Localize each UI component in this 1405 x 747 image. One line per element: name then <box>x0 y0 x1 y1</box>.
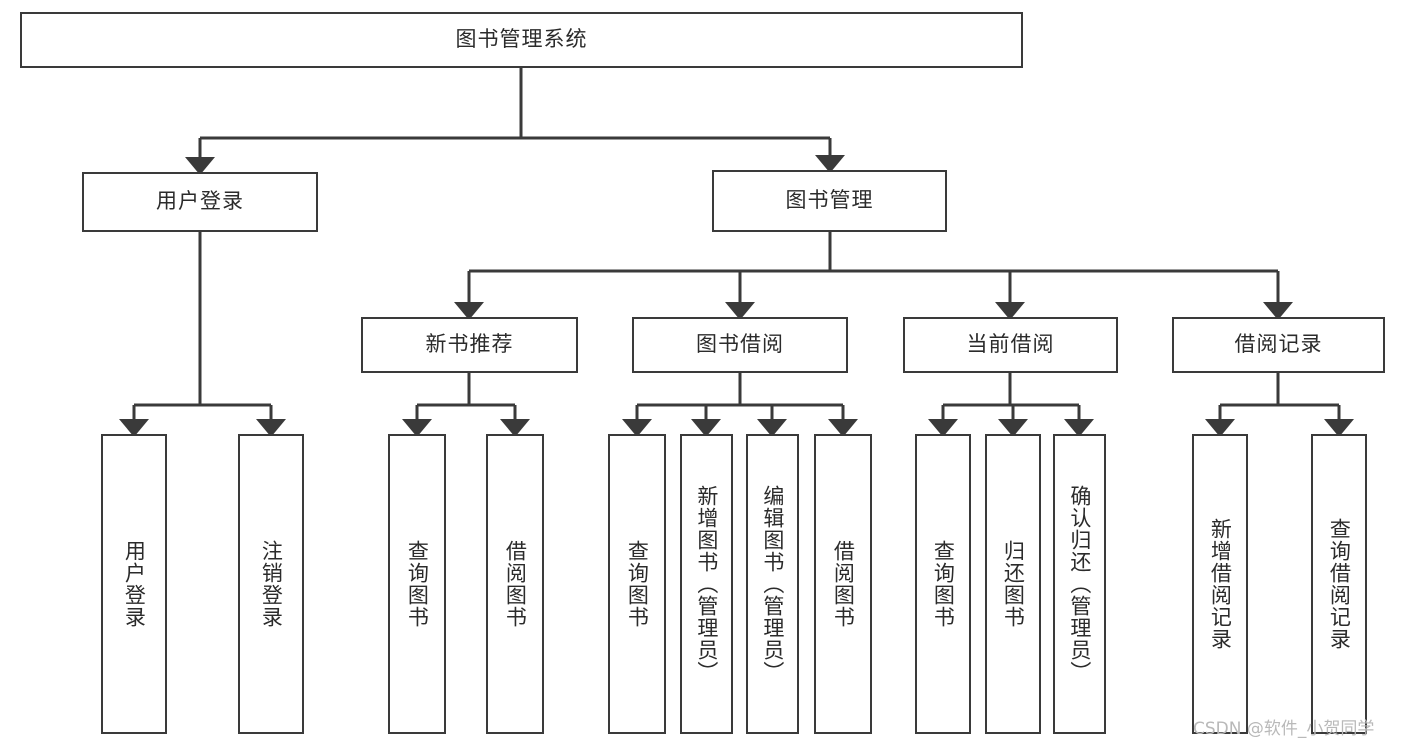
leaf-current-return-book-label: 归还图书 <box>1001 540 1026 628</box>
leaf-record-add[interactable]: 新增借阅记录 <box>1192 434 1248 734</box>
leaf-current-confirm-return-label: 确认归还（管理员） <box>1067 485 1092 683</box>
csdn-watermark: CSDN @软件_小贺同学 <box>1193 719 1375 739</box>
leaf-borrow-lend-book[interactable]: 借阅图书 <box>814 434 872 734</box>
leaf-borrow-add-book[interactable]: 新增图书（管理员） <box>680 434 733 734</box>
node-user-login-label: 用户登录 <box>156 189 244 214</box>
node-current-borrow[interactable]: 当前借阅 <box>903 317 1118 373</box>
node-user-login[interactable]: 用户登录 <box>82 172 318 232</box>
leaf-record-query-label: 查询借阅记录 <box>1327 518 1352 650</box>
node-new-book-recommend[interactable]: 新书推荐 <box>361 317 578 373</box>
leaf-newbook-borrow-book-label: 借阅图书 <box>503 540 528 628</box>
leaf-user-login[interactable]: 用户登录 <box>101 434 167 734</box>
node-borrow-record-label: 借阅记录 <box>1234 332 1323 357</box>
node-current-borrow-label: 当前借阅 <box>966 332 1055 357</box>
leaf-user-logout-label: 注销登录 <box>259 540 284 628</box>
node-book-management-label: 图书管理 <box>785 188 874 213</box>
leaf-current-return-book[interactable]: 归还图书 <box>985 434 1041 734</box>
node-book-borrow-label: 图书借阅 <box>696 332 784 357</box>
node-book-borrow[interactable]: 图书借阅 <box>632 317 848 373</box>
leaf-current-query-book[interactable]: 查询图书 <box>915 434 971 734</box>
node-borrow-record[interactable]: 借阅记录 <box>1172 317 1385 373</box>
node-root-label: 图书管理系统 <box>455 27 588 52</box>
leaf-borrow-query-book[interactable]: 查询图书 <box>608 434 666 734</box>
leaf-borrow-edit-book[interactable]: 编辑图书（管理员） <box>746 434 799 734</box>
leaf-user-login-label: 用户登录 <box>122 540 147 628</box>
leaf-user-logout[interactable]: 注销登录 <box>238 434 304 734</box>
leaf-borrow-add-book-label: 新增图书（管理员） <box>694 485 719 683</box>
leaf-borrow-edit-book-label: 编辑图书（管理员） <box>760 485 785 683</box>
node-new-book-recommend-label: 新书推荐 <box>425 332 514 357</box>
leaf-current-query-book-label: 查询图书 <box>931 540 956 628</box>
node-book-management[interactable]: 图书管理 <box>712 170 947 232</box>
leaf-record-query[interactable]: 查询借阅记录 <box>1311 434 1367 734</box>
leaf-current-confirm-return[interactable]: 确认归还（管理员） <box>1053 434 1106 734</box>
leaf-borrow-query-book-label: 查询图书 <box>625 540 650 628</box>
leaf-newbook-query-book[interactable]: 查询图书 <box>388 434 446 734</box>
leaf-borrow-lend-book-label: 借阅图书 <box>831 540 856 628</box>
node-root[interactable]: 图书管理系统 <box>20 12 1023 68</box>
leaf-newbook-query-book-label: 查询图书 <box>405 540 430 628</box>
leaf-newbook-borrow-book[interactable]: 借阅图书 <box>486 434 544 734</box>
leaf-record-add-label: 新增借阅记录 <box>1208 518 1233 650</box>
